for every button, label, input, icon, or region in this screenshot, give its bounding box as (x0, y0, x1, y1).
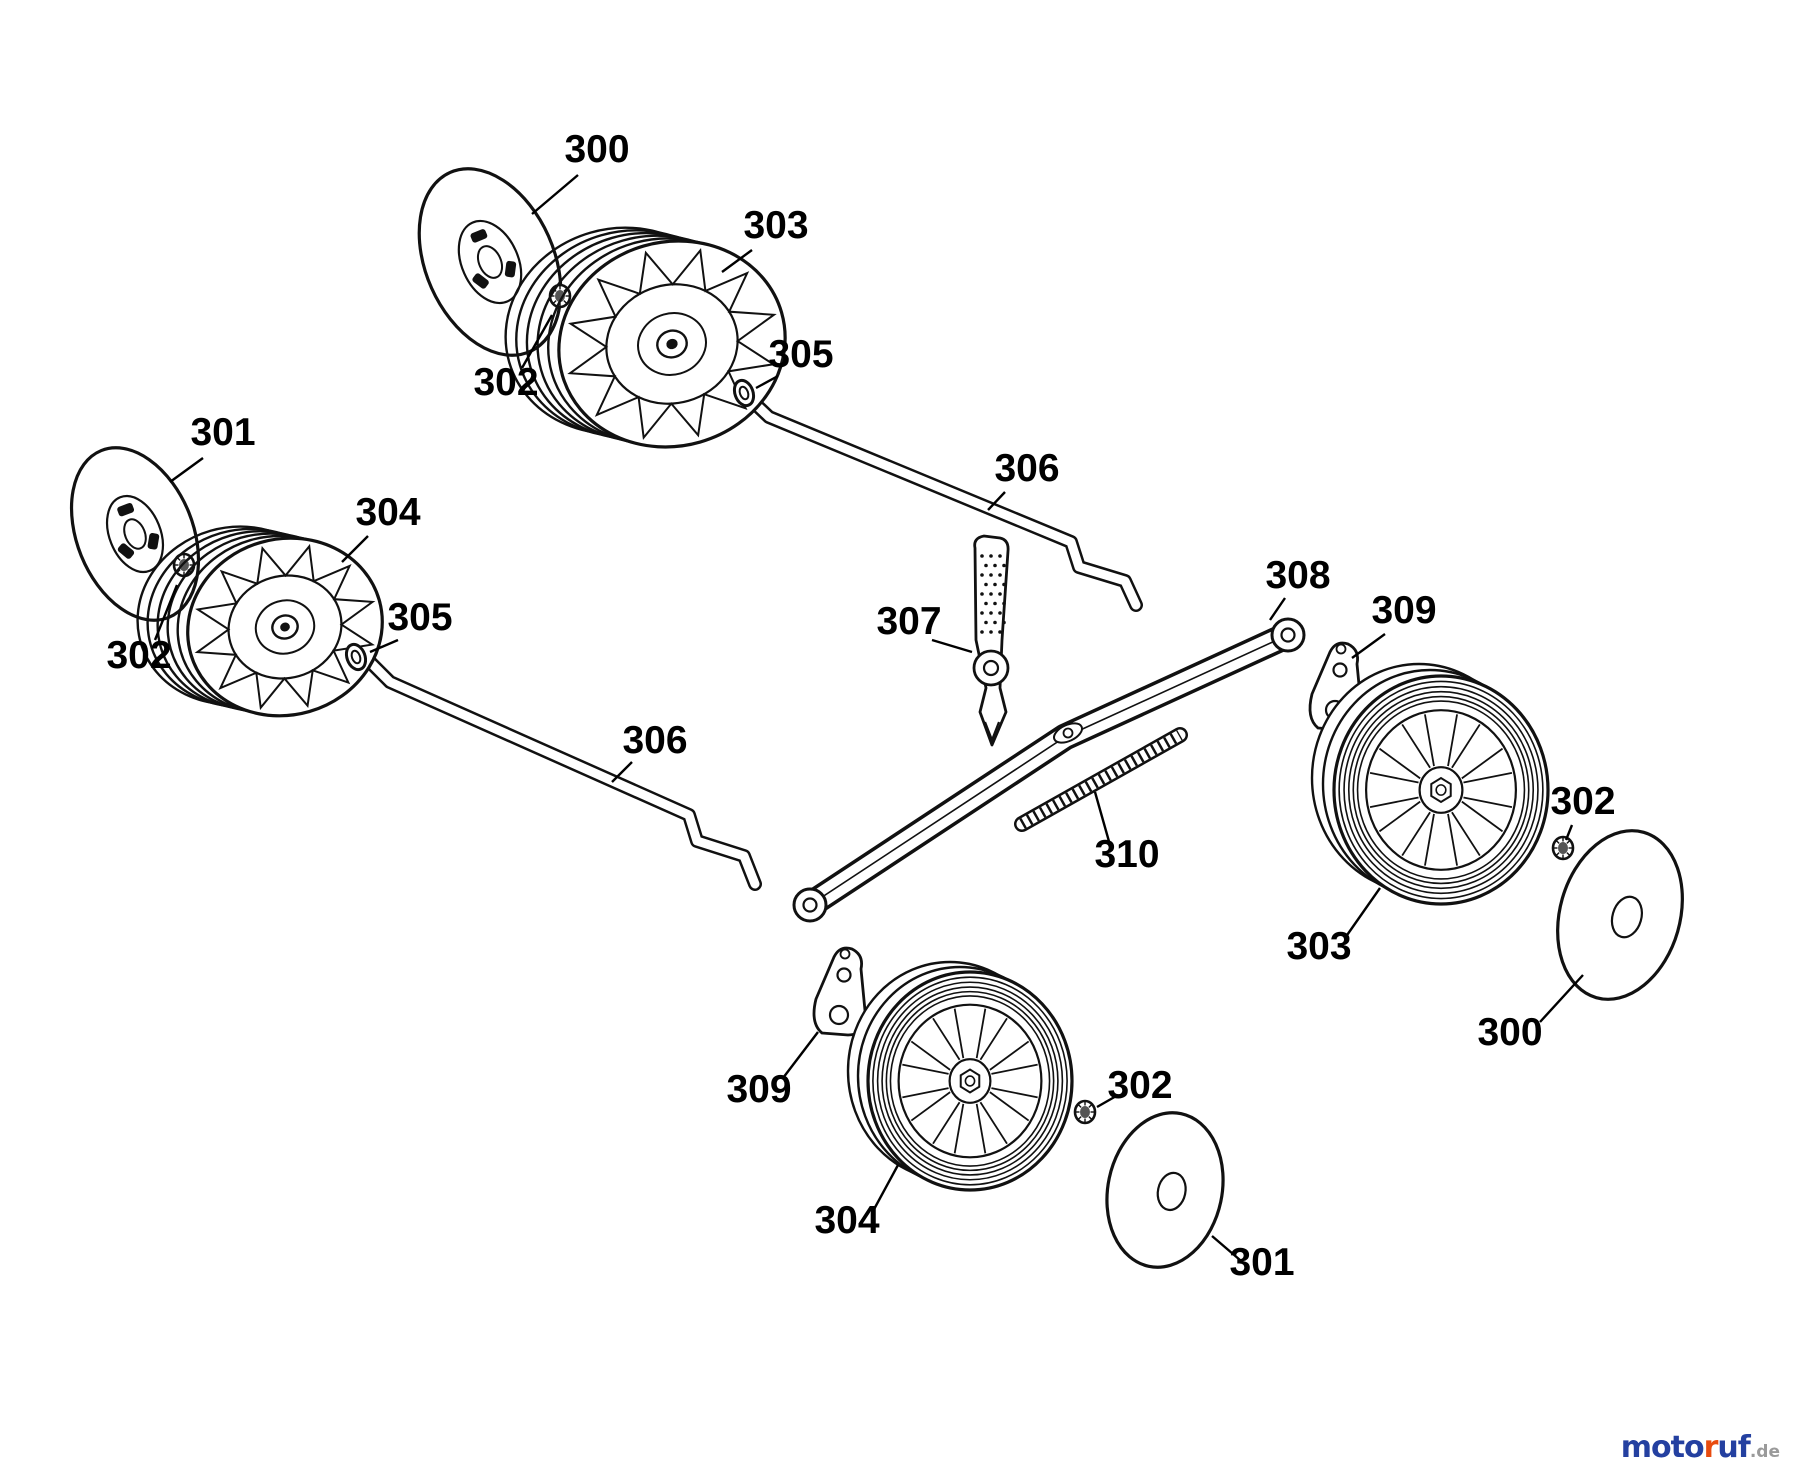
leader-line (782, 1031, 819, 1079)
hub-cap-301-bottom (1105, 1111, 1225, 1269)
flange-nut-302-right (1551, 835, 1575, 861)
part-label-304: 304 (355, 491, 420, 534)
part-label-300: 300 (564, 128, 629, 171)
wheel-303-top (504, 226, 787, 449)
leader-line (1539, 974, 1584, 1023)
leader-line (1096, 1093, 1119, 1109)
leader-line (1211, 1235, 1241, 1261)
leader-line (931, 638, 973, 654)
adjuster-handle-307 (972, 534, 1010, 747)
leader-line (1269, 597, 1286, 621)
part-label-305: 305 (387, 596, 452, 639)
leader-line (1564, 824, 1574, 841)
leader-line (169, 457, 204, 483)
part-label-308: 308 (1265, 554, 1330, 597)
part-label-301: 301 (190, 411, 255, 454)
wheel-304-left (136, 525, 384, 718)
leader-line (987, 491, 1006, 511)
leader-line (755, 374, 779, 390)
part-label-302: 302 (106, 634, 171, 677)
watermark-segment: moto (1620, 1430, 1705, 1465)
watermark-suffix: .de (1749, 1442, 1780, 1462)
leader-line (369, 638, 399, 654)
part-label-302: 302 (1550, 780, 1615, 823)
hub-cap-300-right (1556, 829, 1684, 1001)
leader-line (611, 761, 633, 783)
part-label-302: 302 (1107, 1064, 1172, 1107)
part-label-302: 302 (473, 361, 538, 404)
leader-line (870, 1164, 900, 1214)
part-label-309: 309 (1371, 589, 1436, 632)
wheel-304-bottom (846, 960, 1074, 1192)
part-label-310: 310 (1094, 833, 1159, 876)
part-label-300: 300 (1477, 1011, 1542, 1054)
watermark-motoruf: motoruf.de (1621, 1430, 1780, 1465)
leader-line (1344, 887, 1381, 939)
part-label-305: 305 (768, 333, 833, 376)
leader-line (721, 249, 753, 273)
wheel-303-right (1310, 662, 1550, 906)
washer-305-left (344, 642, 368, 672)
part-label-303: 303 (1286, 925, 1351, 968)
leader-line (1093, 791, 1112, 846)
leader-line (341, 535, 369, 563)
part-label-304: 304 (814, 1199, 879, 1242)
hub-cap-300-top (417, 167, 563, 357)
leader-line (153, 584, 179, 641)
part-label-309: 309 (726, 1068, 791, 1111)
leader-line (1351, 633, 1386, 659)
part-labels: 300 303 302 305 306 301 304 302 305 306 … (106, 128, 1615, 1284)
leader-lines (153, 174, 1584, 1261)
washer-305-top (732, 378, 756, 408)
threaded-rod-310 (1014, 727, 1188, 832)
flange-nut-302-bottom (1073, 1099, 1097, 1125)
watermark-segment: r (1703, 1430, 1719, 1465)
part-label-301: 301 (1229, 1241, 1294, 1284)
axle-rod-306-left (363, 655, 762, 891)
watermark-segment: uf (1717, 1430, 1750, 1465)
leader-line (531, 174, 579, 215)
part-label-303: 303 (743, 204, 808, 247)
adjuster-arm-308 (792, 617, 1306, 923)
part-label-306: 306 (994, 447, 1059, 490)
part-label-307: 307 (876, 600, 941, 643)
axle-rod-306-top (741, 390, 1143, 612)
part-label-306: 306 (622, 719, 687, 762)
leader-line (520, 314, 554, 369)
